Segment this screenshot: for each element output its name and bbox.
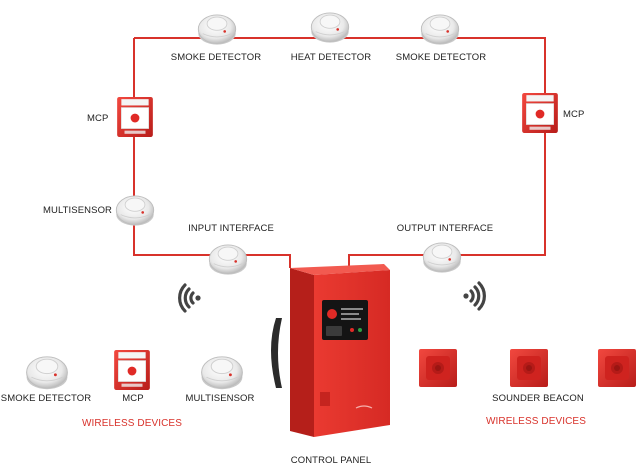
multisensor-label: MULTISENSOR: [43, 205, 113, 216]
wireless-signal-icon: [461, 281, 486, 311]
heat-detector-label: HEAT DETECTOR: [290, 52, 372, 63]
panel-handle: [271, 318, 282, 388]
multisensor-icon: [115, 195, 155, 227]
wireless-multisensor-label: MULTISENSOR: [185, 393, 255, 404]
input-interface-label: INPUT INTERFACE: [188, 223, 274, 234]
wireless-signal-icon: [178, 283, 203, 313]
smoke-detector-label: SMOKE DETECTOR: [170, 52, 262, 63]
mcp-label: MCP: [87, 113, 109, 124]
wireless-smoke-detector-icon: [26, 356, 69, 390]
control-panel-label: CONTROL PANEL: [290, 455, 372, 466]
input-interface-icon: [208, 244, 248, 276]
sounder-beacon-icon: [598, 349, 636, 387]
control-panel: [271, 264, 390, 437]
sounder-beacon-label: SOUNDER BEACON: [492, 393, 584, 404]
wireless-multisensor-icon: [201, 356, 243, 390]
sounder-beacon-icon: [419, 349, 457, 387]
output-interface-label: OUTPUT INTERFACE: [396, 223, 494, 234]
call-point-icon: [116, 96, 154, 138]
wireless-call-point-icon: [113, 349, 151, 391]
output-interface-icon: [422, 242, 462, 274]
sounder-beacon-icon: [510, 349, 548, 387]
wireless-devices-label: WIRELESS DEVICES: [82, 418, 182, 429]
heat-detector-icon: [310, 12, 350, 44]
smoke-detector-label: SMOKE DETECTOR: [395, 52, 487, 63]
smoke-detector-icon: [197, 14, 237, 46]
call-point-icon: [521, 92, 559, 134]
wireless-smoke-detector-label: SMOKE DETECTOR: [0, 393, 92, 404]
wireless-mcp-label: MCP: [122, 393, 144, 404]
mcp-label: MCP: [563, 109, 585, 120]
wireless-devices-label: WIRELESS DEVICES: [486, 416, 586, 427]
smoke-detector-icon: [420, 14, 460, 46]
